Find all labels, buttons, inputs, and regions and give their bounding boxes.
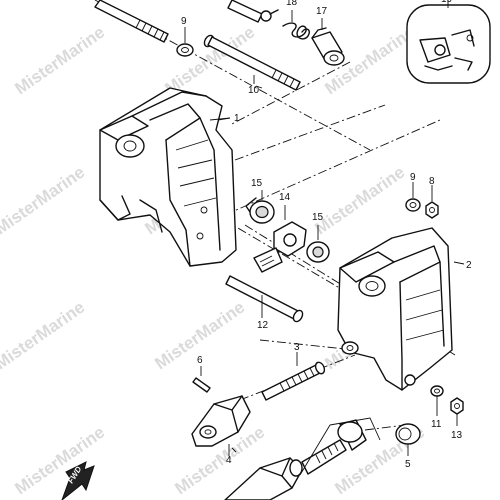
plunger-17 (311, 18, 345, 66)
callout-labels: 1 2 3 4 5 6 8 9 9 10 11 12 13 14 15 15 1… (181, 0, 472, 470)
callout-17: 17 (316, 6, 328, 17)
callout-9-top: 9 (181, 16, 187, 27)
watermark: MisterMarine (311, 163, 408, 239)
top-pin (227, 0, 279, 23)
callout-11: 11 (431, 419, 442, 430)
callout-19: 19 (441, 0, 453, 5)
threaded-rod-3 (261, 352, 326, 401)
clamp-screw-lower (224, 417, 381, 500)
callout-14: 14 (279, 192, 291, 203)
clamp-bracket-1 (99, 87, 237, 267)
callout-10: 10 (248, 85, 260, 96)
fwd-arrow: FWD (61, 461, 95, 500)
callout-13: 13 (451, 430, 463, 441)
watermark: MisterMarine (0, 298, 88, 374)
pin-6 (192, 366, 211, 393)
inset-19 (406, 0, 491, 84)
callout-9-right: 9 (410, 172, 416, 183)
callout-6: 6 (197, 355, 203, 366)
callout-15-right: 15 (312, 212, 324, 223)
callout-15-left: 15 (251, 178, 263, 189)
spring-18 (282, 10, 311, 40)
watermark: MisterMarine (11, 23, 108, 99)
nut-13 (450, 397, 464, 426)
bushing-15-right (306, 225, 330, 263)
tube-12 (225, 275, 304, 323)
clamp-foot-4 (191, 395, 251, 456)
top-bolt (94, 0, 169, 43)
callout-8: 8 (429, 176, 435, 187)
callout-2: 2 (466, 260, 472, 271)
pad-5 (395, 423, 421, 456)
washer-9-top (176, 27, 194, 57)
nut-8 (425, 185, 439, 219)
watermark: MisterMarine (11, 423, 108, 499)
clamp-bracket-2 (337, 227, 465, 391)
lever-14 (253, 205, 307, 273)
bolt-10 (203, 34, 301, 91)
washer-9-right (405, 182, 421, 212)
callout-5: 5 (405, 459, 411, 470)
washer-11 (430, 385, 444, 416)
bushing-15-left (245, 190, 275, 224)
callout-3: 3 (294, 342, 300, 353)
callout-1: 1 (234, 113, 240, 124)
callout-4: 4 (226, 455, 232, 466)
leader-lines (209, 85, 263, 453)
callout-18: 18 (286, 0, 298, 8)
watermark: MisterMarine (0, 163, 88, 239)
callout-12: 12 (257, 320, 269, 331)
